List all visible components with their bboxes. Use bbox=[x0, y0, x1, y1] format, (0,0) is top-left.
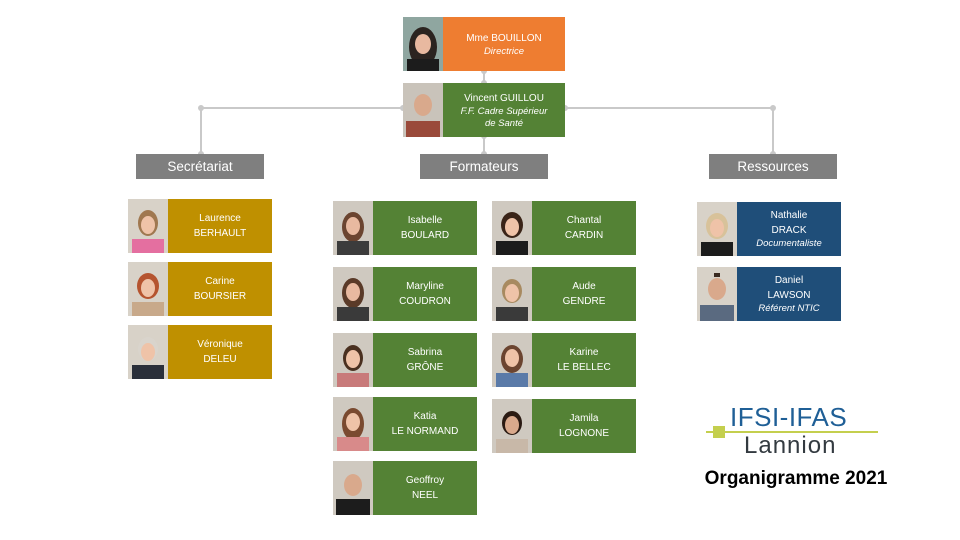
ressource-card: Daniel LAWSON Référent NTIC bbox=[697, 267, 841, 321]
person-first-name: Carine bbox=[205, 276, 235, 287]
person-last-name: COUDRON bbox=[399, 296, 451, 307]
person-first-name: Aude bbox=[572, 281, 596, 292]
person-first-name: Laurence bbox=[199, 213, 241, 224]
person-photo bbox=[128, 199, 168, 253]
ressource-card: Nathalie DRACK Documentaliste bbox=[697, 202, 841, 256]
person-last-name: CARDIN bbox=[564, 230, 604, 241]
deputy-role-line2: de Santé bbox=[484, 117, 524, 129]
person-last-name: GRÔNE bbox=[406, 362, 444, 373]
person-first-name: Maryline bbox=[406, 281, 444, 292]
person-photo bbox=[697, 202, 737, 256]
person-last-name: DELEU bbox=[203, 354, 237, 365]
formateur-card: Katia LE NORMAND bbox=[333, 397, 477, 451]
person-first-name: Véronique bbox=[197, 339, 243, 350]
person-first-name: Daniel bbox=[774, 275, 804, 286]
director-card: Mme BOUILLON Directrice bbox=[403, 17, 565, 71]
section-formateurs: Formateurs bbox=[420, 154, 548, 179]
logo-line bbox=[706, 431, 878, 433]
person-first-name: Chantal bbox=[566, 215, 602, 226]
logo-title: IFSI-IFAS bbox=[730, 402, 848, 432]
section-ressources: Ressources bbox=[709, 154, 837, 179]
deputy-card: Vincent GUILLOU F.F. Cadre Supérieur de … bbox=[403, 83, 565, 137]
logo-square-icon bbox=[713, 426, 725, 438]
person-first-name: Nathalie bbox=[770, 210, 808, 221]
person-photo bbox=[492, 201, 532, 255]
person-first-name: Geoffroy bbox=[405, 475, 445, 486]
deputy-role-line1: F.F. Cadre Supérieur bbox=[460, 105, 548, 117]
person-photo bbox=[128, 262, 168, 316]
person-photo bbox=[333, 201, 373, 255]
person-last-name: BOULARD bbox=[400, 230, 450, 241]
section-secretariat: Secrétariat bbox=[136, 154, 264, 179]
person-last-name: DRACK bbox=[771, 225, 807, 236]
person-photo bbox=[492, 333, 532, 387]
director-role: Directrice bbox=[483, 45, 525, 57]
formateur-card: Karine LE BELLEC bbox=[492, 333, 636, 387]
person-photo bbox=[333, 397, 373, 451]
person-last-name: LAWSON bbox=[767, 290, 811, 301]
deputy-name: Vincent GUILLOU bbox=[464, 92, 544, 104]
person-first-name: Sabrina bbox=[407, 347, 443, 358]
person-photo bbox=[492, 399, 532, 453]
person-last-name: BOURSIER bbox=[193, 291, 247, 302]
person-role: Référent NTIC bbox=[758, 303, 820, 314]
person-first-name: Jamila bbox=[569, 413, 599, 424]
person-last-name: NEEL bbox=[411, 490, 439, 501]
person-photo bbox=[128, 325, 168, 379]
person-photo bbox=[333, 461, 373, 515]
person-first-name: Katia bbox=[413, 411, 437, 422]
director-name: Mme BOUILLON bbox=[466, 32, 542, 44]
person-role: Documentaliste bbox=[756, 238, 822, 249]
person-last-name: GENDRE bbox=[562, 296, 606, 307]
person-photo bbox=[333, 333, 373, 387]
person-first-name: Isabelle bbox=[407, 215, 443, 226]
person-photo bbox=[333, 267, 373, 321]
person-photo bbox=[697, 267, 737, 321]
person-photo bbox=[492, 267, 532, 321]
page-title: Organigramme 2021 bbox=[704, 468, 888, 489]
deputy-photo bbox=[403, 83, 443, 137]
person-last-name: LE NORMAND bbox=[391, 426, 459, 437]
person-last-name: BERHAULT bbox=[193, 228, 247, 239]
logo-city: Lannion bbox=[744, 432, 837, 459]
person-last-name: LE BELLEC bbox=[557, 362, 611, 373]
director-photo bbox=[403, 17, 443, 71]
person-first-name: Karine bbox=[569, 347, 599, 358]
person-last-name: LOGNONE bbox=[558, 428, 609, 439]
